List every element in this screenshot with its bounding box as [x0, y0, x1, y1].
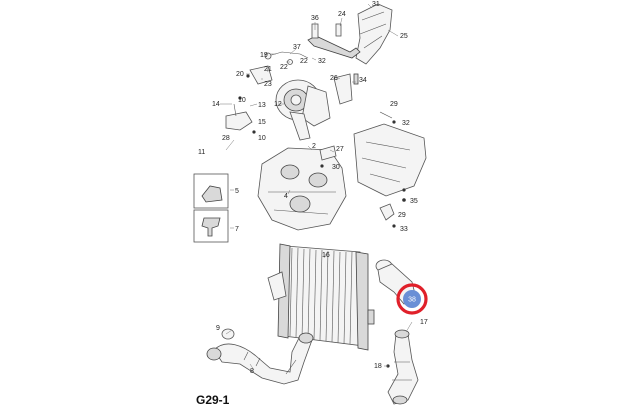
callout-10: 10	[238, 97, 246, 104]
callout-22: 22	[300, 58, 308, 65]
lower-hose-part	[206, 328, 314, 385]
leader-lines	[220, 3, 413, 371]
callout-25: 25	[400, 33, 408, 40]
intake-manifold-part	[257, 147, 347, 231]
callout-23: 23	[264, 81, 272, 88]
callout-4: 4	[284, 193, 288, 200]
mount-bracket-part	[333, 73, 359, 105]
detail-box-5	[193, 173, 229, 209]
pipe-bracket-part	[246, 65, 273, 85]
highlight-label: 38	[408, 297, 416, 304]
callout-9: 9	[216, 325, 220, 332]
bracket-rod-part	[307, 23, 361, 59]
callout-24: 24	[338, 11, 346, 18]
callout-22-lower: 22	[280, 64, 288, 71]
callout-36: 36	[311, 15, 319, 22]
callout-2: 2	[312, 143, 316, 150]
callout-11: 11	[198, 149, 205, 156]
detail-box-7	[193, 209, 229, 243]
heat-shield-part	[355, 3, 393, 65]
callout-32-right: 32	[402, 120, 410, 127]
outlet-hose-part	[375, 259, 419, 405]
clip-part	[379, 203, 396, 228]
turbocharger-part	[275, 79, 331, 141]
intercooler-part	[277, 243, 375, 351]
highlight-fill	[403, 290, 421, 308]
callout-33: 33	[400, 226, 408, 233]
cylinder-head-part	[353, 123, 427, 197]
oil-line-part	[225, 96, 256, 134]
page-code: G29-1	[196, 393, 230, 407]
callout-14: 14	[212, 101, 220, 108]
callout-16: 16	[322, 252, 330, 259]
callout-27: 27	[336, 146, 344, 153]
callout-17: 17	[420, 319, 428, 326]
highlight-callout-38: 38	[396, 283, 428, 315]
callout-37: 37	[293, 44, 301, 51]
callout-32: 32	[318, 58, 326, 65]
callout-28: 28	[222, 135, 230, 142]
bolt-part	[402, 198, 406, 202]
callout-12: 12	[274, 101, 282, 108]
callout-5: 5	[235, 188, 239, 195]
callout-18: 18	[374, 363, 382, 370]
callout-35: 35	[410, 198, 418, 205]
callout-10-lower: 10	[258, 135, 266, 142]
inlet-hose-part	[267, 271, 287, 301]
callout-29-lower: 29	[398, 212, 406, 219]
callout-29: 29	[390, 101, 398, 108]
callout-31: 31	[372, 1, 380, 8]
callout-15: 15	[258, 119, 266, 126]
highlight-ring	[396, 283, 428, 315]
callout-13: 13	[258, 102, 266, 109]
callout-7: 7	[235, 226, 239, 233]
sensor-part	[319, 145, 337, 168]
callout-labels: 36 24 31 25 19 37 22 32 22 20 21 23 26 3…	[198, 1, 428, 375]
callout-30: 30	[332, 164, 340, 171]
callout-21: 21	[264, 66, 272, 73]
upper-clip-part	[379, 111, 396, 124]
callout-26: 26	[330, 75, 338, 82]
callout-34: 34	[359, 77, 367, 84]
callout-8: 8	[250, 368, 254, 375]
callout-20: 20	[236, 71, 244, 78]
callout-19: 19	[260, 52, 268, 59]
